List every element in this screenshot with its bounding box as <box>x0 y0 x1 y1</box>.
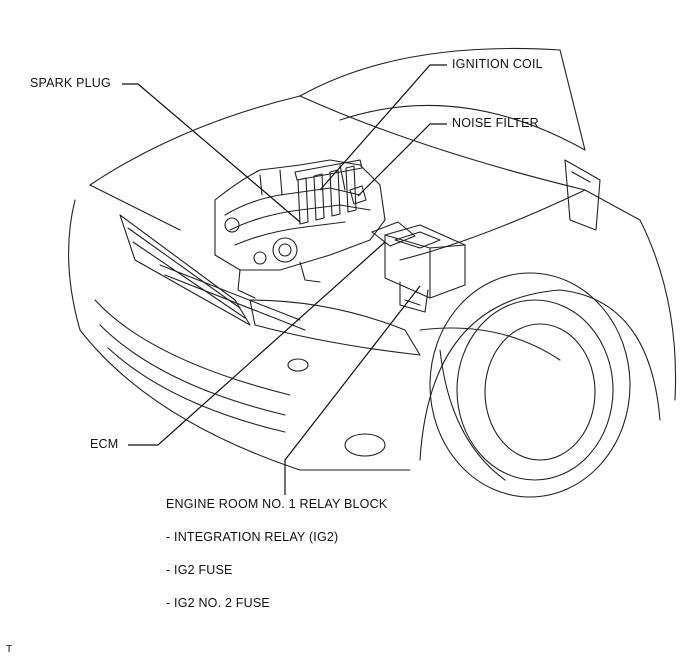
label-spark-plug: SPARK PLUG <box>30 76 111 90</box>
relay-item-ig2-fuse: - IG2 FUSE <box>166 563 233 577</box>
label-relay-block: ENGINE ROOM NO. 1 RELAY BLOCK <box>166 497 388 511</box>
corner-mark: T <box>6 644 13 655</box>
leader-spark-plug <box>122 83 301 223</box>
fog-lamp <box>344 433 386 457</box>
ecm-unit <box>371 221 416 247</box>
front-tire <box>429 272 631 498</box>
label-noise-filter: NOISE FILTER <box>452 116 539 130</box>
label-ignition-coil: IGNITION COIL <box>452 57 543 71</box>
leader-relay-block <box>284 285 421 495</box>
wheel-arch <box>419 289 661 461</box>
leader-ignition-coil <box>319 64 447 191</box>
label-ecm: ECM <box>90 437 119 451</box>
windshield-lower-edge <box>339 104 586 151</box>
headlamp <box>249 299 421 356</box>
leader-ecm <box>128 241 386 446</box>
engine-assembly <box>214 159 386 299</box>
windshield-frame <box>559 49 586 151</box>
a-pillar-outline <box>299 47 561 97</box>
relay-item-integration-relay: - INTEGRATION RELAY (IG2) <box>166 530 339 544</box>
leader-noise-filter <box>357 123 447 197</box>
engine-room-relay-block <box>384 224 466 313</box>
front-bumper <box>68 199 411 471</box>
ignition-coils <box>294 159 363 225</box>
hood-outline <box>89 95 301 186</box>
noise-filter <box>349 185 367 205</box>
relay-item-ig2-no2-fuse: - IG2 NO. 2 FUSE <box>166 596 270 610</box>
front-fender <box>399 189 677 401</box>
side-mirror <box>564 159 601 231</box>
grille <box>119 214 251 326</box>
